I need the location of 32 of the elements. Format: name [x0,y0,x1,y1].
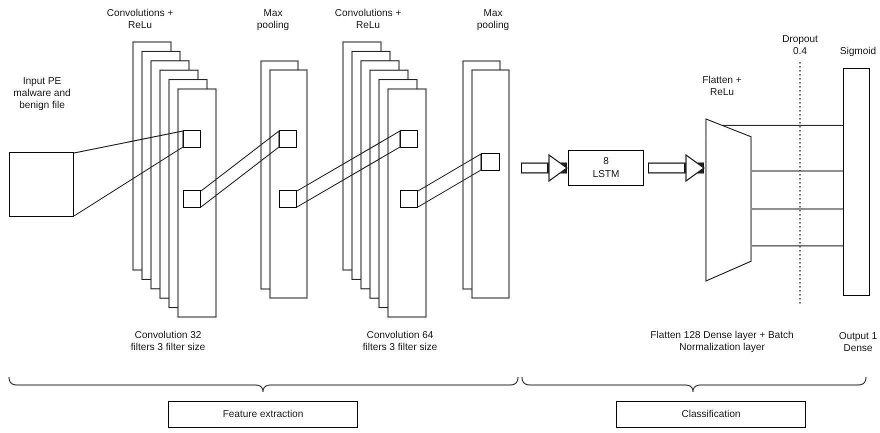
layer-label: Convolutions + ReLu [334,8,402,32]
connection-line [74,130,184,216]
layer-label: Max pooling [256,8,290,32]
filter-square [481,153,500,171]
filter-square [279,190,297,208]
layer-caption: Convolution 64 filters 3 filter size [362,330,438,354]
connection-line [296,130,400,208]
filter-square [183,130,201,148]
layer-caption: Flatten 128 Dense layer + Batch Normalization layer [649,330,795,354]
connection-line [200,130,280,208]
connection-line [722,124,844,126]
connection-line [418,153,482,208]
layer-label: Input PE malware and benign file [12,76,72,112]
hollow-arrow [521,154,568,182]
connection-line [752,208,844,210]
connection-line [752,245,844,246]
section-box: Feature extraction [168,401,358,428]
layer-caption: Output 1 Dense [838,331,878,355]
hollow-arrow [648,154,705,182]
layer-label: Max pooling [476,8,510,32]
filter-square [279,130,297,148]
filter-square [400,130,418,148]
filter-square [400,190,418,208]
filter-square [183,190,201,208]
layer-label: Sigmoid [840,46,876,58]
section-box: Classification [616,401,806,428]
layer-box: 8 LSTM [568,150,644,186]
layer-label: Convolutions + ReLu [106,8,174,32]
dropout-label: Dropout 0.4 [781,34,819,58]
layer-caption: Convolution 32 filters 3 filter size [130,330,206,354]
connection-line [752,170,844,172]
layer-label: Flatten + ReLu [701,75,743,99]
